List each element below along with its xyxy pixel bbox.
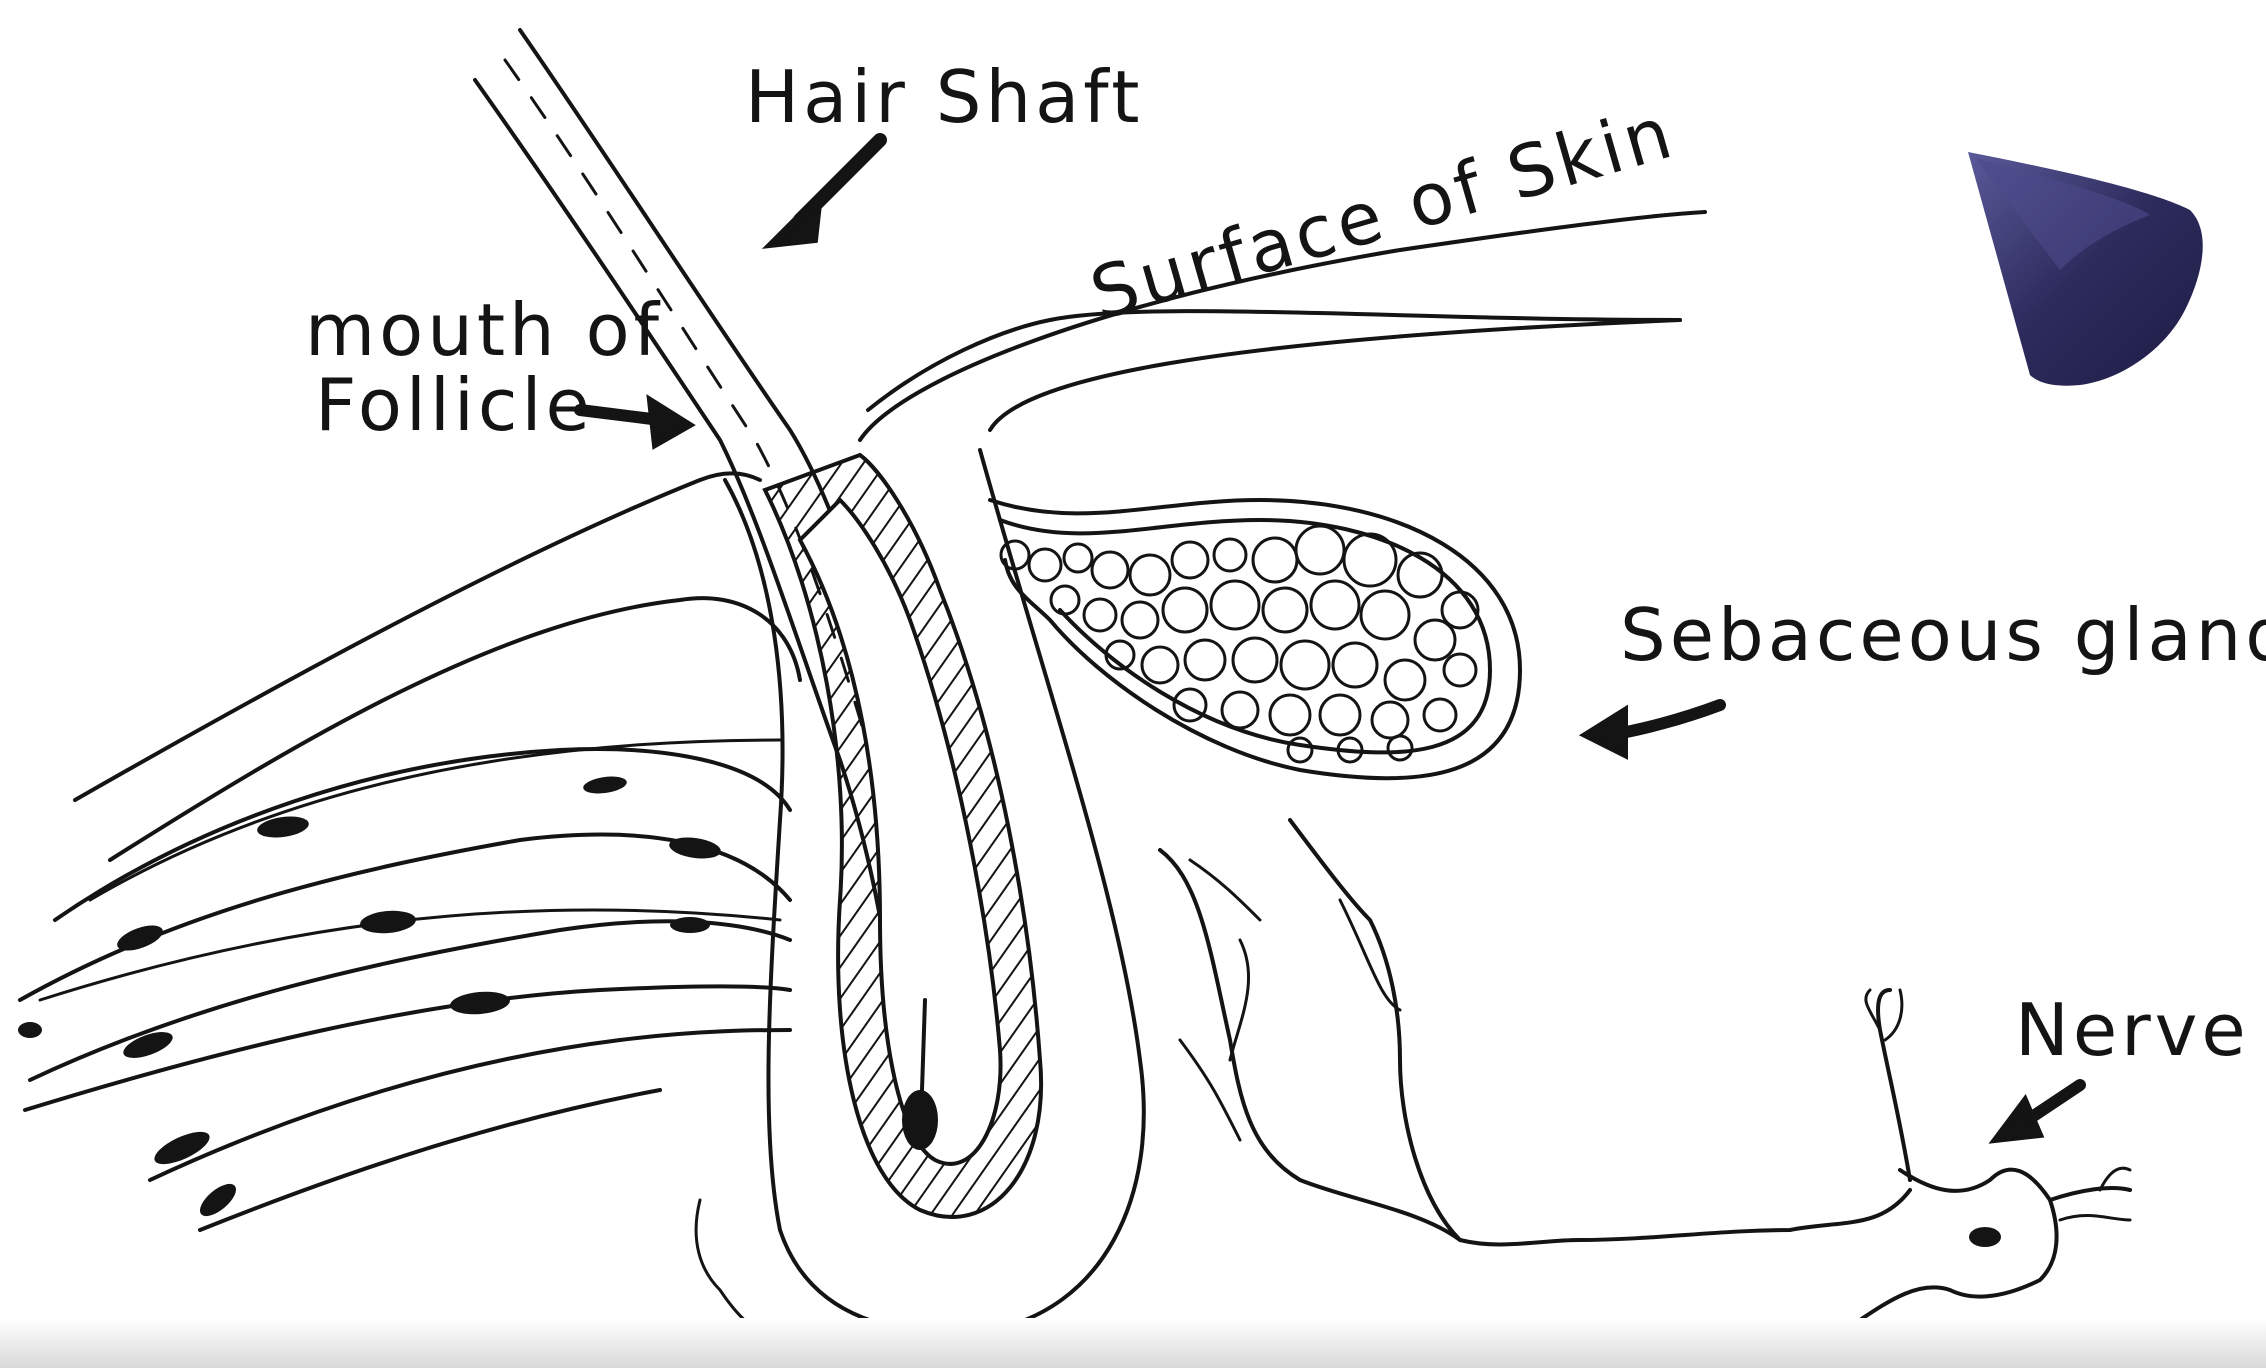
labels: Hair Shaft Surface of Skin mouth of Foll… [305, 55, 2266, 1072]
sebaceous-gland [990, 500, 1520, 778]
label-hair-shaft: Hair Shaft [745, 55, 1144, 139]
label-sebaceous-gland: Sebaceous gland [1620, 593, 2266, 677]
sebaceous-arrow [1585, 705, 1720, 755]
label-mouth-of-follicle-line2: Follicle [315, 363, 594, 447]
bottom-shadow-bar [0, 1318, 2266, 1368]
nerve-arrow [1995, 1085, 2080, 1140]
arrector-pili-muscle [18, 473, 800, 1230]
label-surface-of-skin: Surface of Skin [1082, 90, 1684, 337]
follicle-arrow [580, 400, 690, 445]
hair-follicle [725, 450, 1144, 1332]
label-mouth-of-follicle-line1: mouth of [305, 288, 663, 372]
cone-icon [1968, 152, 2203, 386]
label-nerve: Nerve [2015, 988, 2250, 1072]
hair-shaft-arrow [770, 140, 880, 245]
